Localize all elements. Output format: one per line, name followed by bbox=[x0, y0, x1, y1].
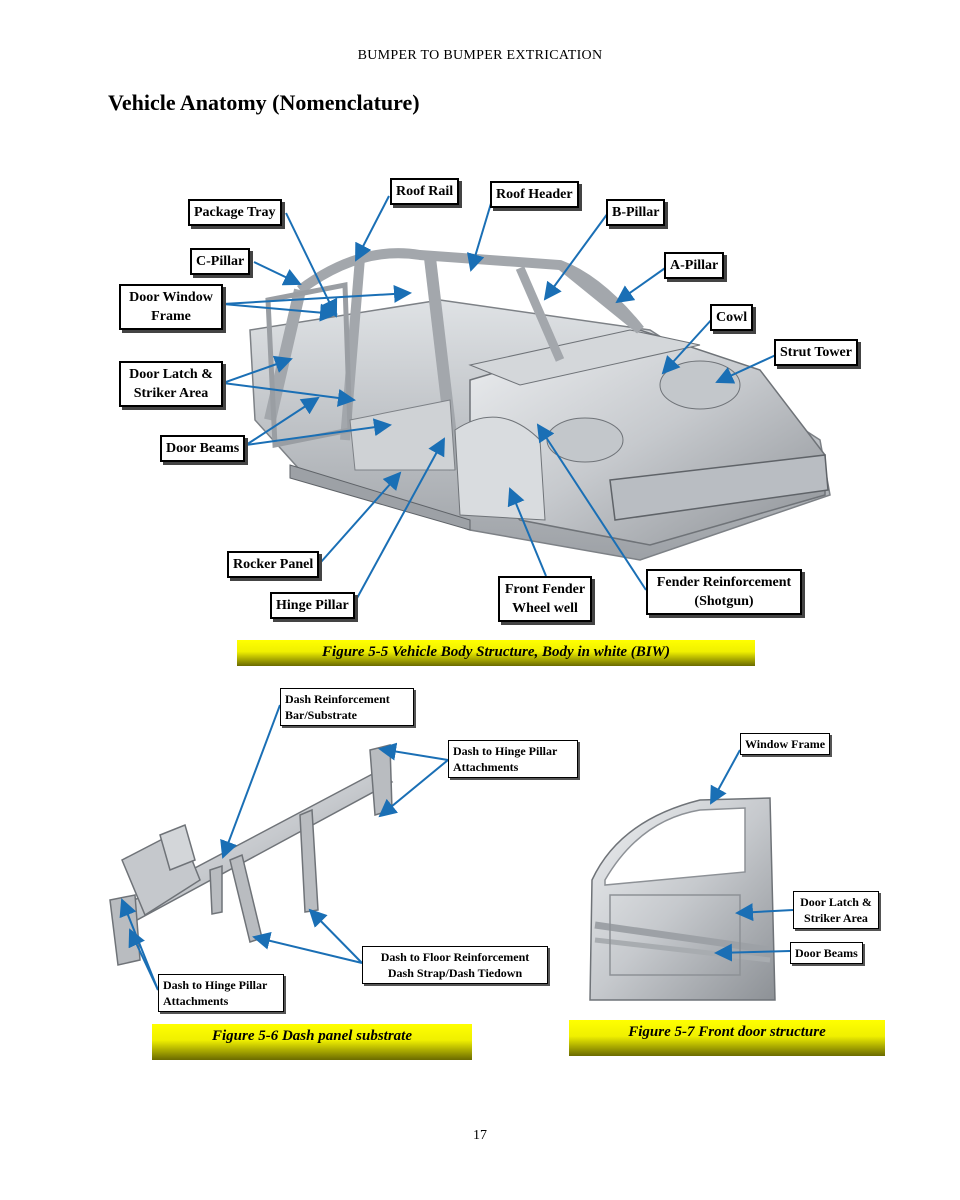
page-title: Vehicle Anatomy (Nomenclature) bbox=[108, 90, 420, 115]
label-a-pillar: A-Pillar bbox=[664, 252, 725, 279]
dash-substrate-illustration bbox=[109, 744, 394, 966]
figure-5-5-arrows bbox=[222, 195, 779, 601]
label-door-latch-striker: Door Latch &Striker Area bbox=[119, 361, 223, 407]
figure-5-6-arrows bbox=[119, 704, 449, 991]
label-door-latch-striker-door: Door Latch &Striker Area bbox=[793, 891, 879, 929]
label-window-frame: Window Frame bbox=[740, 733, 831, 755]
label-roof-header: Roof Header bbox=[490, 181, 579, 208]
label-roof-rail: Roof Rail bbox=[390, 178, 460, 205]
label-c-pillar: C-Pillar bbox=[190, 248, 251, 275]
label-b-pillar: B-Pillar bbox=[606, 199, 666, 226]
label-rocker-panel: Rocker Panel bbox=[227, 551, 320, 578]
caption-figure-5-7: Figure 5-7 Front door structure bbox=[569, 1020, 885, 1056]
figure-5-7-arrows bbox=[710, 749, 794, 962]
running-header: BUMPER TO BUMPER EXTRICATION bbox=[357, 48, 603, 63]
label-door-beams-door: Door Beams bbox=[790, 942, 863, 964]
label-cowl: Cowl bbox=[710, 304, 754, 331]
caption-figure-5-5: Figure 5-5 Vehicle Body Structure, Body … bbox=[237, 640, 755, 666]
car-body-illustration bbox=[249, 248, 831, 561]
label-door-beams: Door Beams bbox=[160, 435, 246, 462]
label-fender-reinforcement: Fender Reinforcement(Shotgun) bbox=[646, 569, 802, 615]
label-package-tray: Package Tray bbox=[188, 199, 282, 226]
label-hinge-pillar: Hinge Pillar bbox=[270, 592, 355, 619]
caption-figure-5-6: Figure 5-6 Dash panel substrate bbox=[152, 1024, 472, 1060]
door-illustration bbox=[589, 797, 776, 1001]
page-number: 17 bbox=[473, 1128, 487, 1143]
label-strut-tower: Strut Tower bbox=[774, 339, 858, 366]
